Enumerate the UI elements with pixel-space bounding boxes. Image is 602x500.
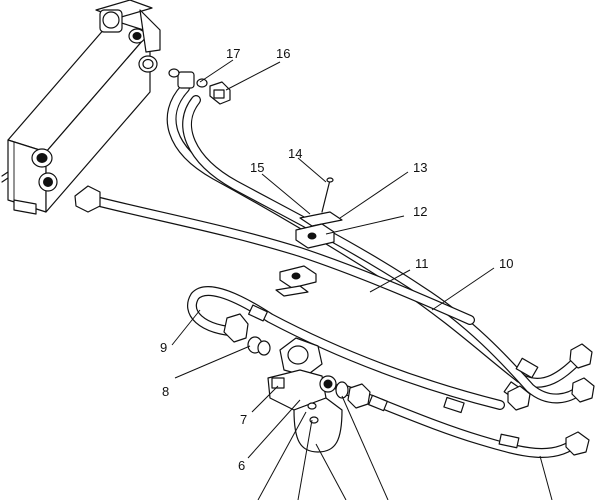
filter-assembly	[247, 336, 371, 453]
callout-13: 13	[413, 160, 427, 175]
callout-12: 12	[413, 204, 427, 219]
callout-15: 15	[250, 160, 264, 175]
callout-14: 14	[288, 146, 302, 161]
callout-9: 9	[160, 340, 167, 355]
fitting-16-17	[168, 68, 231, 105]
hose-clamp	[275, 177, 343, 297]
callout-8: 8	[162, 384, 169, 399]
hose-end-fittings	[74, 71, 595, 456]
callout-17: 17	[226, 46, 240, 61]
hose-assemblies	[87, 83, 585, 458]
leader-lines	[171, 59, 553, 500]
callout-10: 10	[499, 256, 513, 271]
callout-6: 6	[238, 458, 245, 473]
oil-cooler	[1, 0, 161, 215]
callout-11: 11	[415, 256, 429, 271]
callout-labels: 17 16 14 15 13 12 11 10 9 8 7 6	[160, 46, 513, 473]
callout-7: 7	[240, 412, 247, 427]
callout-16: 16	[276, 46, 290, 61]
